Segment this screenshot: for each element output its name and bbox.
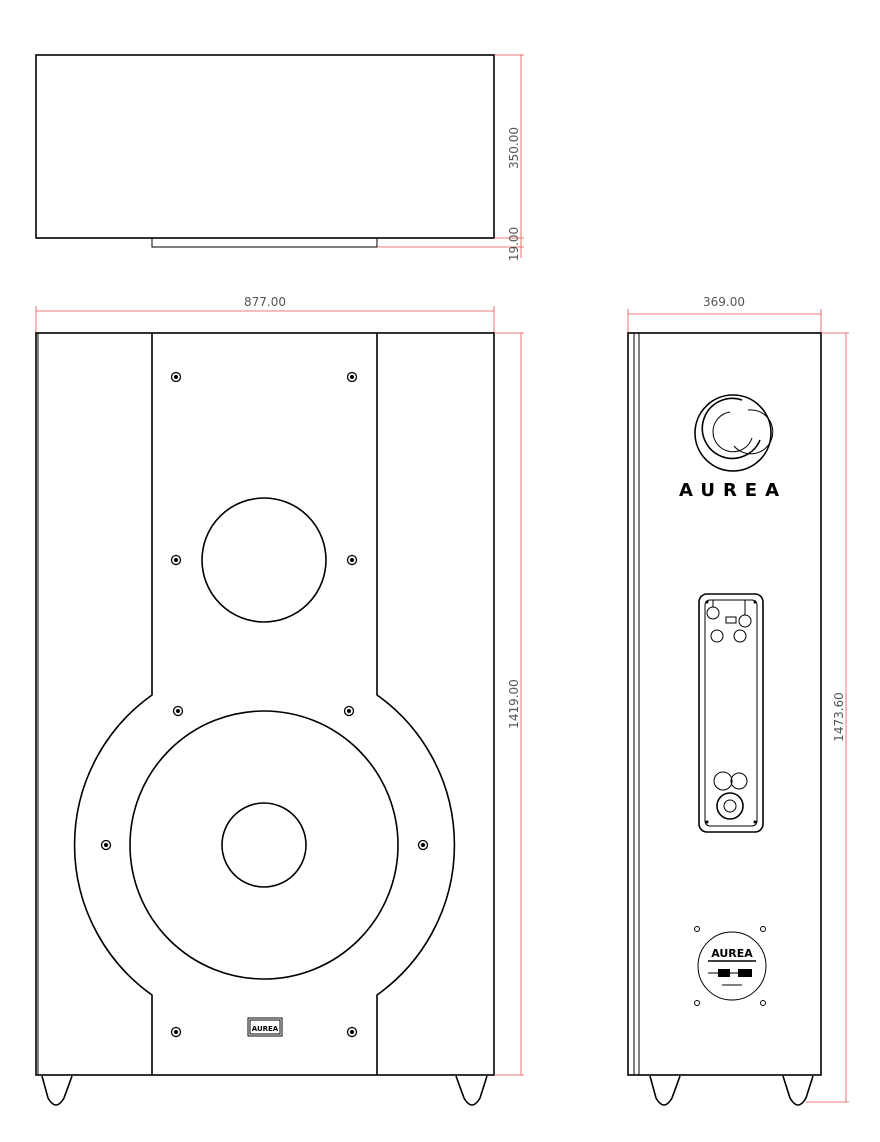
front-height-label: 1419.00 [507,679,521,729]
screw-center [350,558,354,562]
front-cabinet [35,332,495,1076]
screw-icon [170,371,182,383]
screw-icon [346,554,358,566]
info-plate-brand: AUREA [711,947,753,960]
side-height-dimension: 1473.60 [806,332,849,1103]
top-foot-label: 19.00 [507,227,521,261]
front-feet [41,1075,488,1106]
screw-icon [170,554,182,566]
side-height-label: 1473.60 [832,692,846,742]
screw-center [176,709,180,713]
top-depth-dimension: 350.00 19.00 [377,54,524,261]
screw-center [174,375,178,379]
side-width-label: 369.00 [703,295,745,309]
woofer-outer-ring [129,710,399,980]
screw-center [174,1030,178,1034]
screw-icon [100,839,112,851]
side-feet [649,1075,814,1106]
front-width-label: 877.00 [244,295,286,309]
screw-center [104,843,108,847]
front-badge-text: AUREA [252,1025,279,1033]
screw-center [421,843,425,847]
screw-icon [346,371,358,383]
side-view: 369.00 AUREA [627,295,849,1106]
screw-center [347,709,351,713]
screw-icon [343,705,355,717]
front-baffle [73,333,456,1075]
screw-icon [417,839,429,851]
crescent-logo-icon [694,394,774,472]
screw-center [350,375,354,379]
screw-icon [170,1026,182,1038]
front-height-dimension: 1419.00 [494,332,524,1076]
screw-center [350,1030,354,1034]
front-view: 877.00 AUREA 1419.00 [35,295,524,1106]
screw-icon [346,1026,358,1038]
midrange-driver [201,497,327,623]
side-brand-wordmark: AUREA [679,480,787,501]
top-view: 350.00 19.00 [35,54,524,261]
info-plate: AUREA [694,926,767,1006]
front-width-dimension: 877.00 [35,295,495,333]
woofer-dustcap [221,802,307,888]
front-brand-badge: AUREA [247,1017,283,1037]
connection-panel [698,593,764,833]
front-screws [100,371,429,1038]
side-width-dimension: 369.00 [627,295,822,333]
top-depth-label: 350.00 [507,127,521,169]
screw-icon [172,705,184,717]
side-cabinet [627,332,822,1076]
screw-center [174,558,178,562]
